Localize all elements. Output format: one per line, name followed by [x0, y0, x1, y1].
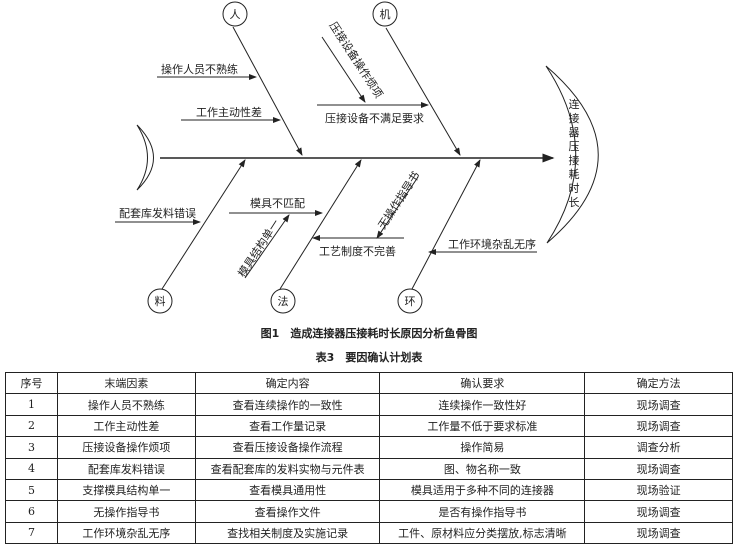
table-cell: 7: [5, 521, 58, 545]
cause-label: 压接设备不满足要求: [325, 111, 424, 125]
table-cell: 2: [5, 414, 58, 438]
table-cell: 操作简易: [379, 436, 586, 459]
cause-label: 配套库发料错误: [119, 206, 196, 220]
cause-label: 模具结构单一: [235, 217, 283, 280]
table-caption: 表3 要因确认计划表: [315, 351, 423, 364]
table-cell: 工件、原材料应分类摆放,标志清晰: [379, 521, 586, 545]
cause-label: 操作人员不熟练: [161, 62, 238, 76]
table-cell: 压接设备操作烦项: [56, 436, 196, 459]
cause-label: 工艺制度不完善: [319, 244, 396, 258]
svg-text:压: 压: [569, 140, 580, 153]
table-header-row: 序号 末端因素 确定内容 确认要求 确定方法: [5, 371, 733, 395]
table-cell: 无操作指导书: [56, 500, 196, 523]
table-cell: 现场调查: [584, 457, 733, 480]
category-ren: 人: [230, 8, 241, 21]
table-cell: 4: [5, 457, 58, 480]
svg-text:长: 长: [569, 196, 580, 209]
fishbone-diagram: 人 机 料 法 环 操作人员不熟练 工作主动性差 压接设备操作烦项 压接设备不满…: [115, 1, 599, 314]
category-liao: 料: [155, 294, 166, 308]
svg-text:耗: 耗: [569, 168, 580, 181]
table-cell: 查看操作文件: [194, 500, 381, 523]
table-cell: 现场验证: [584, 478, 733, 502]
header-cell: 末端因素: [56, 371, 196, 395]
header-cell: 确认要求: [379, 371, 586, 395]
svg-text:器: 器: [569, 126, 580, 139]
svg-text:接: 接: [569, 154, 580, 167]
table-cell: 支撑模具结构单一: [56, 478, 196, 502]
table-cell: 查看模具通用性: [194, 478, 381, 502]
table-cell: 5: [5, 478, 58, 502]
table-cell: 连续操作一致性好: [379, 393, 586, 416]
header-cell: 序号: [5, 371, 58, 395]
svg-text:连: 连: [569, 98, 580, 111]
category-ji: 机: [380, 7, 391, 21]
table-cell: 现场调查: [584, 414, 733, 438]
table-cell: 是否有操作指导书: [379, 500, 586, 523]
fish-tail: [136, 124, 154, 191]
cause-label: 无操作指导书: [375, 169, 423, 232]
table-cell: 模具适用于多种不同的连接器: [379, 478, 586, 502]
table-cell: 1: [5, 393, 58, 416]
head-label: 连 接 器 压 接 耗 时 长: [569, 98, 580, 209]
table-cell: 查看配套库的发料实物与元件表: [194, 457, 381, 480]
table-cell: 工作主动性差: [56, 414, 196, 438]
cause-label: 工作主动性差: [196, 105, 262, 119]
table-cell: 工作环境杂乱无序: [56, 521, 196, 545]
table-cell: 现场调查: [584, 521, 733, 545]
figure-caption: 图1 造成连接器压接耗时长原因分析鱼骨图: [260, 327, 478, 340]
table-cell: 查找相关制度及实施记录: [194, 521, 381, 545]
table-cell: 查看连续操作的一致性: [194, 393, 381, 416]
table-cell: 现场调查: [584, 500, 733, 523]
table-cell: 3: [5, 436, 58, 459]
table-cell: 查看工作量记录: [194, 414, 381, 438]
category-fa: 法: [278, 294, 289, 308]
cause-label: 模具不匹配: [250, 197, 305, 210]
table-cell: 查看压接设备操作流程: [194, 436, 381, 459]
fish-head: [545, 65, 599, 244]
cause-label: 工作环境杂乱无序: [448, 237, 536, 251]
table-cell: 6: [5, 500, 58, 523]
table-cell: 调查分析: [584, 436, 733, 459]
table-cell: 操作人员不熟练: [56, 393, 196, 416]
svg-text:接: 接: [569, 112, 580, 125]
header-cell: 确定内容: [194, 371, 381, 395]
table-cell: 图、物名称一致: [379, 457, 586, 480]
category-huan: 环: [405, 295, 416, 308]
header-cell: 确定方法: [584, 371, 733, 395]
table-cell: 工作量不低于要求标准: [379, 414, 586, 438]
table-cell: 现场调查: [584, 393, 733, 416]
svg-text:时: 时: [569, 182, 580, 195]
table-cell: 配套库发料错误: [56, 457, 196, 480]
